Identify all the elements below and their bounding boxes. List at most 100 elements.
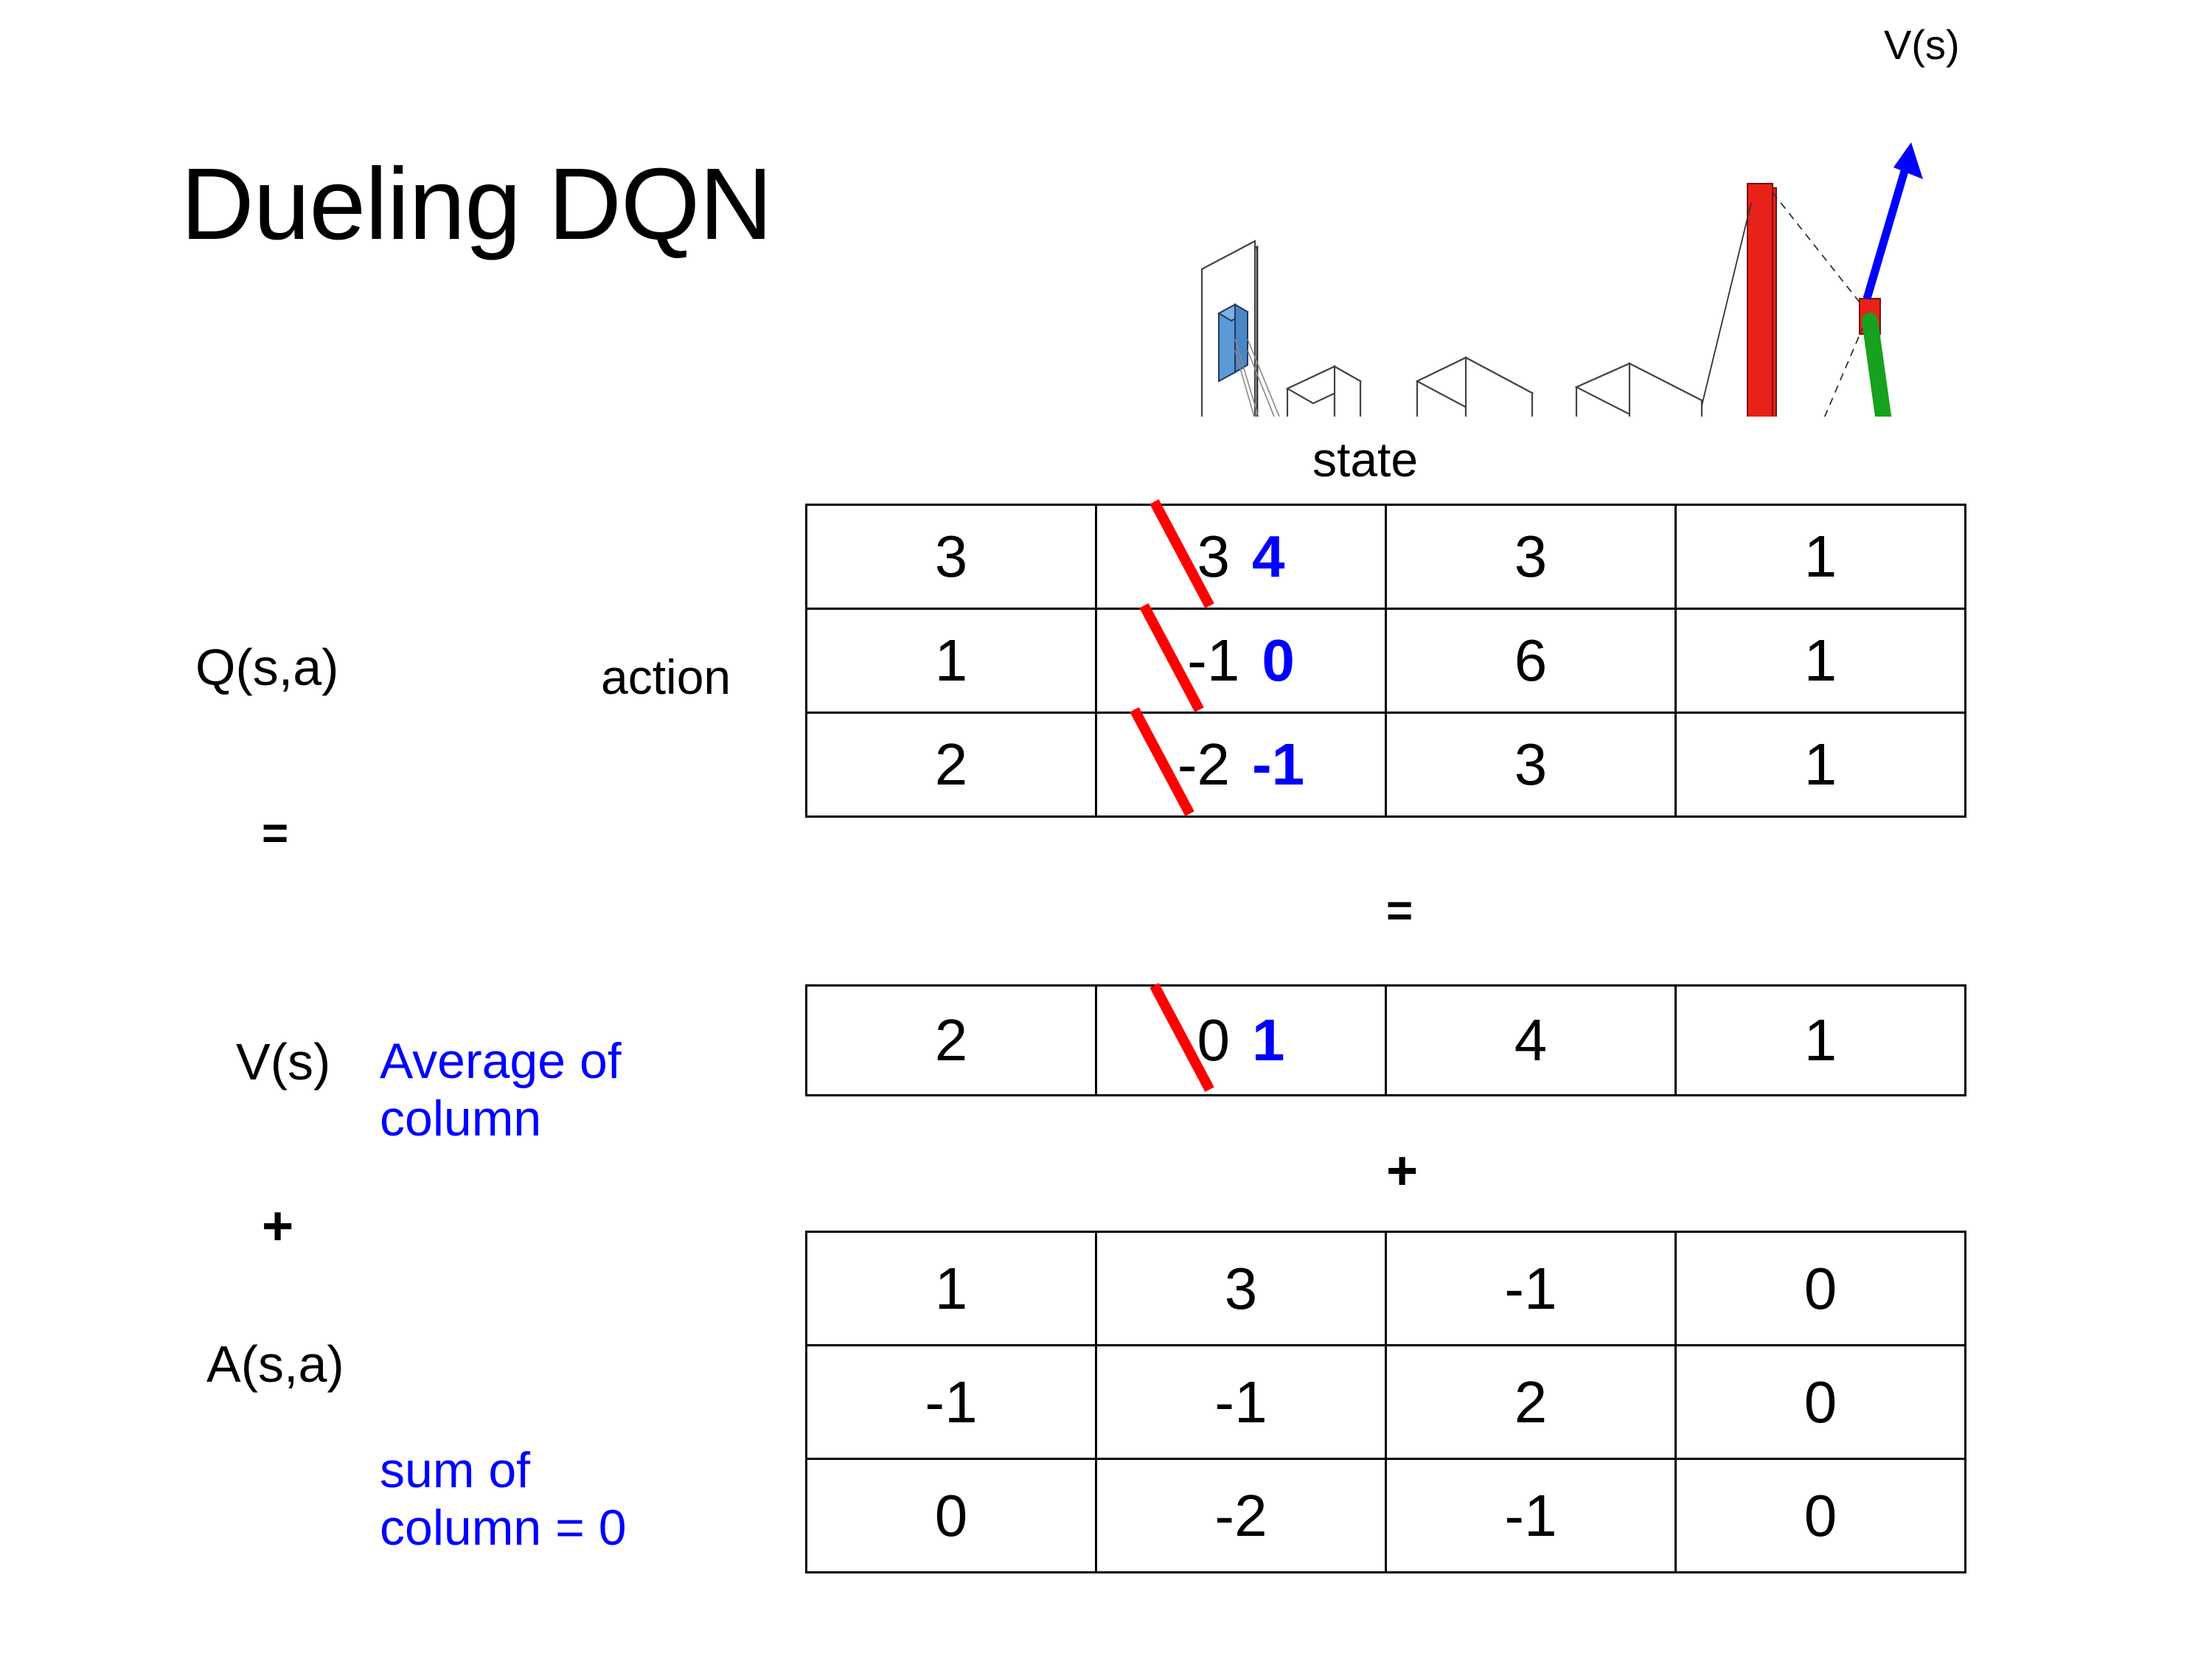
cell-value: 2: [1514, 1368, 1548, 1435]
cell-value: -1: [1504, 1482, 1557, 1548]
page-title: Dueling DQN: [181, 147, 773, 261]
action-axis-label: action: [601, 650, 731, 704]
sum-of-column-note: sum of column = 0: [380, 1441, 627, 1557]
cell-value: 0: [1804, 1255, 1837, 1321]
cell-content: 1: [1677, 714, 1964, 815]
cell-value: -1: [1214, 1368, 1267, 1435]
corrected-new-value: 4: [1252, 524, 1285, 589]
cell-content: 6: [1387, 610, 1674, 712]
cell-value: 3: [934, 524, 968, 589]
cell-value: -2: [1214, 1482, 1267, 1548]
struck-old-value: 3: [1149, 499, 1230, 608]
table-cell: 2: [1385, 1344, 1677, 1460]
table-cell: 3: [1385, 504, 1677, 610]
table-cell: 1: [1674, 608, 1966, 714]
red-strikethrough-icon: [1149, 983, 1214, 1092]
table-row: 0 -2 -1 0: [805, 1458, 1966, 1573]
cell-content: 3: [1387, 506, 1674, 608]
average-note-line-2: column: [380, 1091, 542, 1147]
cell-content: 0: [807, 1460, 1095, 1571]
cell-value: 2: [934, 1007, 968, 1073]
cell-content: 1: [807, 610, 1095, 712]
table-cell: -2 -1: [1095, 707, 1387, 818]
cell-value: 1: [934, 1255, 968, 1321]
diagram-v-label: V(s): [1884, 21, 1960, 68]
equals-sign-left: =: [262, 808, 291, 859]
cell-content: 2: [807, 987, 1095, 1094]
v-function-label: V(s): [236, 1033, 331, 1091]
sum-note-line-2: column = 0: [380, 1500, 627, 1557]
table-cell: 1: [805, 608, 1097, 714]
table-cell: 4: [1385, 984, 1677, 1096]
table-cell: 1: [805, 1231, 1097, 1346]
cell-content: 2: [807, 714, 1095, 815]
cell-value: 1: [1804, 731, 1837, 797]
cell-value: 2: [934, 731, 968, 797]
cell-content: 3: [1387, 714, 1674, 815]
cell-value: 1: [1804, 627, 1837, 693]
table-cell: 0: [1674, 1231, 1966, 1346]
cell-content: -1: [1097, 1346, 1385, 1458]
a-table-body: 1 3 -1 0 -1 -1 2 0 0 -2 -1 0: [805, 1231, 1966, 1573]
table-cell: -1: [805, 1344, 1097, 1460]
table-cell: 1: [1674, 504, 1966, 610]
cell-content: 3: [807, 506, 1095, 608]
a-value-table: 1 3 -1 0 -1 -1 2 0 0 -2 -1 0: [805, 1231, 1966, 1573]
red-strikethrough-icon: [1149, 499, 1214, 608]
cell-content: -1: [1387, 1460, 1674, 1571]
cell-value: 0: [1804, 1482, 1837, 1548]
cell-content: 0: [1677, 1233, 1964, 1344]
cell-value: -1: [1504, 1255, 1557, 1321]
cell-value: 0: [1804, 1368, 1837, 1435]
struck-old-value: 0: [1149, 983, 1230, 1092]
table-cell: 3: [805, 504, 1097, 610]
struck-old-value: -2: [1130, 707, 1230, 816]
table-cell: 0: [1674, 1458, 1966, 1573]
table-cell: 6: [1385, 608, 1677, 714]
table-cell: 3: [1385, 712, 1677, 818]
average-note-line-1: Average of: [380, 1033, 622, 1089]
table-cell: 0: [1674, 1344, 1966, 1460]
cell-content: 4: [1387, 987, 1674, 1094]
a-function-label: A(s,a): [206, 1335, 344, 1393]
table-cell: -1: [1095, 1344, 1387, 1460]
cell-value: 3: [1224, 1255, 1258, 1321]
table-row: -1 -1 2 0: [805, 1344, 1966, 1460]
plus-sign-mid: +: [1386, 1140, 1419, 1201]
cell-content: 3: [1097, 1233, 1385, 1344]
corrected-new-value: 1: [1252, 1007, 1285, 1073]
state-axis-label: state: [1312, 432, 1419, 487]
average-of-column-note: Average of column: [380, 1032, 622, 1147]
cell-value: 1: [1804, 524, 1837, 589]
cell-content: -2 -1: [1097, 707, 1385, 816]
table-row: 1 3 -1 0: [805, 1231, 1966, 1346]
table-cell: -2: [1095, 1458, 1387, 1573]
sum-note-line-1: sum of: [380, 1442, 531, 1498]
table-cell: 1: [1674, 984, 1966, 1096]
table-cell: 1: [1674, 712, 1966, 818]
red-strikethrough-icon: [1139, 603, 1204, 712]
table-cell: 2: [805, 712, 1097, 818]
cell-value: 6: [1514, 627, 1548, 693]
cell-content: 1: [1677, 610, 1964, 712]
table-cell: 3: [1095, 1231, 1387, 1346]
corrected-new-value: -1: [1252, 731, 1305, 797]
cell-value: 1: [1804, 1007, 1837, 1073]
corrected-new-value: 0: [1262, 627, 1295, 693]
cell-value: -1: [925, 1368, 978, 1435]
cell-content: 0: [1677, 1346, 1964, 1458]
cell-content: -1: [807, 1346, 1095, 1458]
cell-value: 3: [1514, 731, 1548, 797]
cell-content: -2: [1097, 1460, 1385, 1571]
